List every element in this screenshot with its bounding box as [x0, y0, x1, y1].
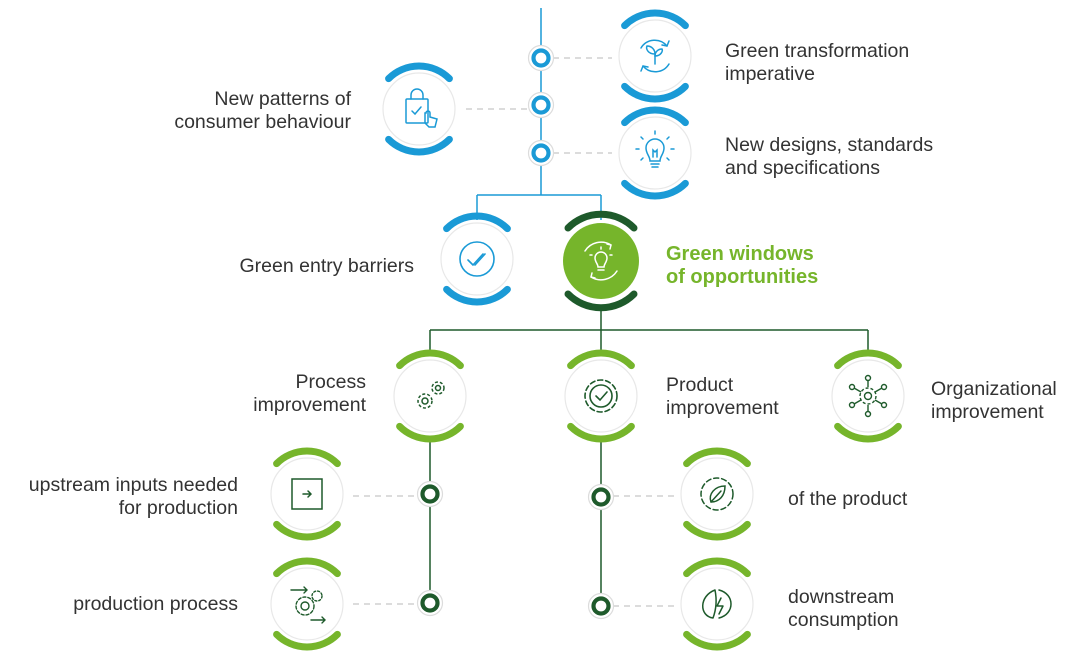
- gear-check-icon: [584, 379, 618, 413]
- box-arrow-icon: [291, 478, 323, 510]
- junction-dot: [587, 592, 615, 620]
- node-upstream-inputs: [270, 447, 344, 541]
- label-entry-barriers: Green entry barriers: [239, 255, 414, 277]
- label-organizational-improvement: Organizational improvement: [931, 378, 1057, 423]
- leaf-bolt-icon: [702, 589, 732, 619]
- gear-leaf-icon: [700, 477, 734, 511]
- node-of-the-product: [680, 447, 754, 541]
- junction-dot: [527, 44, 555, 72]
- label-product-improvement: Product improvement: [666, 374, 779, 419]
- node-production-process: [270, 557, 344, 651]
- junction-dots: [416, 44, 615, 620]
- label-consumer-behaviour: New patterns of consumer behaviour: [174, 88, 351, 133]
- gears-arrows-icon: [290, 586, 326, 624]
- junction-dot: [527, 139, 555, 167]
- double-check-icon: [459, 241, 495, 277]
- node-entry-barriers: [440, 212, 514, 306]
- label-of-the-product: of the product: [788, 488, 908, 510]
- lightbulb-icon: [635, 130, 675, 168]
- junction-dot: [527, 91, 555, 119]
- junction-dot: [587, 483, 615, 511]
- gear-network-icon: [848, 374, 888, 418]
- node-new-designs: [618, 106, 692, 200]
- plant-cycle-icon: [640, 39, 670, 73]
- node-green-transformation: [618, 9, 692, 103]
- gears-icon: [417, 381, 445, 409]
- node-process-improvement: [393, 349, 467, 443]
- label-upstream-inputs: upstream inputs needed for production: [28, 474, 238, 519]
- label-downstream-consumption: downstream consumption: [788, 586, 899, 631]
- label-process-improvement: Process improvement: [253, 371, 366, 416]
- lightbulb-cycle-icon: [584, 241, 618, 281]
- label-new-designs: New designs, standards and specification…: [725, 134, 934, 179]
- node-downstream-consumption: [680, 557, 754, 651]
- label-windows: Green windows of opportunities: [666, 243, 819, 288]
- junction-dot: [416, 480, 444, 508]
- node-organizational-improvement: [831, 349, 905, 443]
- label-green-transformation: Green transformation imperative: [725, 40, 910, 85]
- shopping-bag-touch-icon: [405, 88, 438, 128]
- node-windows: [563, 210, 639, 312]
- label-production-process: production process: [73, 593, 238, 615]
- node-consumer-behaviour: [382, 62, 456, 156]
- node-product-improvement: [564, 349, 638, 443]
- junction-dot: [416, 589, 444, 617]
